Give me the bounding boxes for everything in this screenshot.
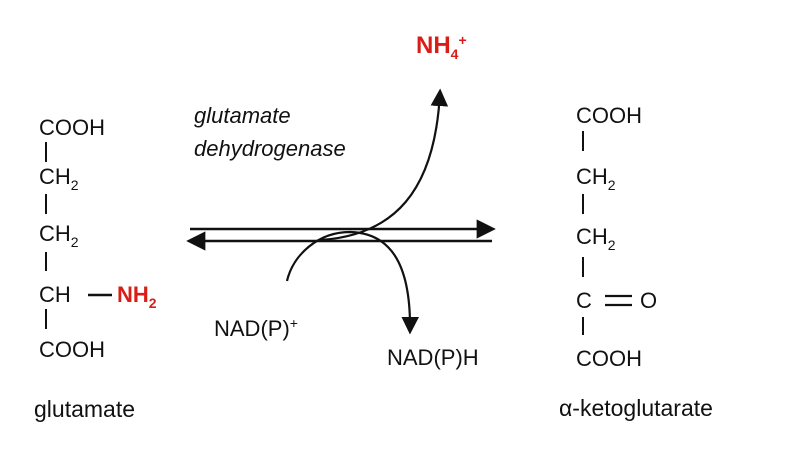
ketoglutarate-carbonyl-carbon: C: [576, 289, 592, 313]
cofactor-in-main: NAD(P): [214, 316, 290, 341]
ketoglutarate-ch2-2-main: CH: [576, 224, 608, 249]
ketoglutarate-ch2-2-sub: 2: [607, 237, 616, 253]
ketoglutarate-ch2-2: CH2: [576, 224, 616, 253]
ketoglutarate-cooh-top: COOH: [576, 104, 642, 128]
glutamate-cooh-bottom: COOH: [39, 338, 105, 362]
enzyme-label-line-2: dehydrogenase: [194, 137, 346, 161]
cofactor-in: NAD(P)+: [214, 315, 298, 341]
glutamate-amine-main: NH: [117, 282, 149, 307]
enzyme-label-line-2-text: dehydrogenase: [194, 136, 346, 161]
glutamate-name-label: glutamate: [34, 396, 136, 422]
glutamate-ch2-2-sub: 2: [70, 234, 79, 250]
ammonium-product: NH4+: [416, 32, 467, 61]
ketoglutarate-bond-3: [582, 257, 584, 277]
glutamate-ch-label: CH: [39, 282, 71, 307]
glutamate-ch2-2: CH2: [39, 221, 79, 250]
glutamate-bond-1: [45, 142, 47, 162]
glutamate-amine-sub: 2: [148, 295, 157, 311]
glutamate-bond-4: [45, 309, 47, 329]
ketoglutarate-name-label: α-ketoglutarate: [559, 395, 713, 421]
ketoglutarate-name: α-ketoglutarate: [559, 396, 713, 420]
ketoglutarate-bond-1: [582, 131, 584, 151]
glutamate-ch2-1: CH2: [39, 164, 79, 193]
cofactor-reduction-arrow: [285, 230, 419, 335]
cofactor-out-label: NAD(P)H: [387, 345, 479, 370]
ammonium-sup: +: [458, 32, 467, 48]
glutamate-cooh-top: COOH: [39, 116, 105, 140]
ketoglutarate-carbonyl-o: O: [640, 288, 658, 313]
glutamate-alpha-carbon: CH: [39, 283, 71, 307]
glutamate-ch2-2-main: CH: [39, 221, 71, 246]
glutamate-cooh-bottom-label: COOH: [39, 337, 105, 362]
glutamate-ch2-1-main: CH: [39, 164, 71, 189]
glutamate-amine-group: NH2: [117, 282, 157, 311]
glutamate-cooh-top-label: COOH: [39, 115, 105, 140]
cofactor-in-sup: +: [289, 315, 298, 331]
ketoglutarate-carbonyl-oxygen: O: [640, 289, 657, 313]
ammonium-sub: 4: [450, 46, 459, 62]
cofactor-out: NAD(P)H: [387, 346, 479, 370]
ketoglutarate-ch2-1-main: CH: [576, 164, 608, 189]
glutamate-name: glutamate: [34, 397, 135, 421]
ammonium-release-arrow: [320, 88, 449, 242]
glutamate-bond-2: [45, 194, 47, 214]
ketoglutarate-cooh-bottom-label: COOH: [576, 346, 642, 371]
ketoglutarate-cooh-bottom: COOH: [576, 347, 642, 371]
glutamate-ch2-1-sub: 2: [70, 177, 79, 193]
ketoglutarate-carbonyl-c: C: [576, 288, 592, 313]
ketoglutarate-ch2-1: CH2: [576, 164, 616, 193]
ketoglutarate-bond-2: [582, 194, 584, 214]
enzyme-label-line-1-text: glutamate: [194, 103, 291, 128]
ketoglutarate-bond-4: [582, 317, 584, 335]
glutamate-bond-3: [45, 252, 47, 271]
ketoglutarate-cooh-top-label: COOH: [576, 103, 642, 128]
ketoglutarate-ch2-1-sub: 2: [607, 177, 616, 193]
ammonium-main: NH: [416, 32, 451, 59]
enzyme-label-line-1: glutamate: [194, 104, 291, 128]
